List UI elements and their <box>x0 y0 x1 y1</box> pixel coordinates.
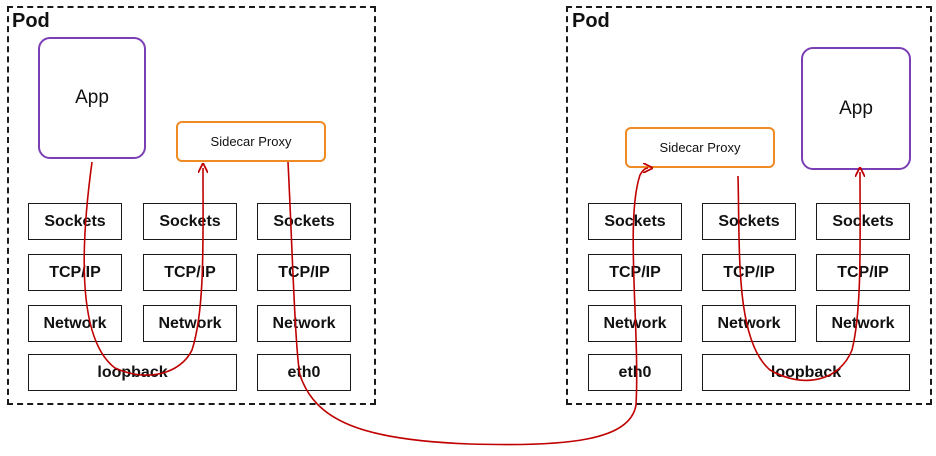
tcpip-right-2: TCP/IP <box>702 254 796 291</box>
tcpip-right-3: TCP/IP <box>816 254 910 291</box>
network-left-2: Network <box>143 305 237 342</box>
network-left-3: Network <box>257 305 351 342</box>
pod-left <box>7 6 376 405</box>
sockets-left-1: Sockets <box>28 203 122 240</box>
eth0-right: eth0 <box>588 354 682 391</box>
sockets-left-3: Sockets <box>257 203 351 240</box>
network-right-3: Network <box>816 305 910 342</box>
sockets-left-2: Sockets <box>143 203 237 240</box>
tcpip-left-3: TCP/IP <box>257 254 351 291</box>
app-right: App <box>801 47 911 170</box>
flow-app-to-proxy-left <box>83 161 203 376</box>
tcpip-right-1: TCP/IP <box>588 254 682 291</box>
flow-proxy-to-proxy-cross <box>287 161 648 446</box>
loopback-left: loopback <box>28 354 237 391</box>
flow-proxy-to-app-right <box>737 172 860 382</box>
network-right-2: Network <box>702 305 796 342</box>
tcpip-left-1: TCP/IP <box>28 254 122 291</box>
loopback-right: loopback <box>702 354 910 391</box>
pod-left-label: Pod <box>12 10 50 32</box>
sidecar-proxy-right: Sidecar Proxy <box>625 127 775 168</box>
sockets-right-1: Sockets <box>588 203 682 240</box>
app-left: App <box>38 37 146 159</box>
network-left-1: Network <box>28 305 122 342</box>
sockets-right-3: Sockets <box>816 203 910 240</box>
pod-right <box>566 6 932 405</box>
sidecar-proxy-left: Sidecar Proxy <box>176 121 326 162</box>
sockets-right-2: Sockets <box>702 203 796 240</box>
pod-right-label: Pod <box>572 10 610 32</box>
